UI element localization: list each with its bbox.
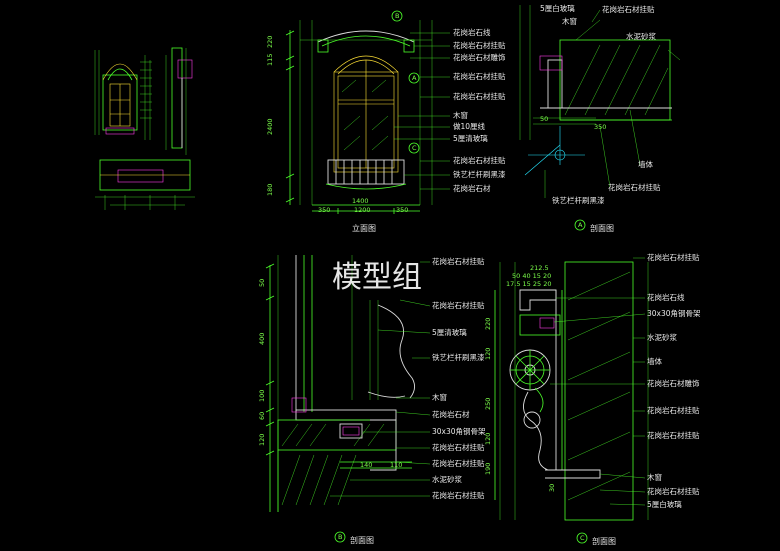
section-c-dim: 220 (484, 318, 492, 330)
section-a-texts: 5厘白玻璃 木窗 花岗岩石材挂贴 水泥砂浆 墙体 花岗岩石材挂贴 铁艺栏杆刷黑漆… (540, 3, 661, 233)
section-a-title: 剖面图 (590, 223, 614, 233)
section-c-dim-top: 50 40 15 20 (512, 272, 551, 280)
section-a-drawing (519, 5, 681, 231)
section-c-label: 水泥砂浆 (647, 332, 677, 342)
section-b-dim: 110 (390, 461, 402, 469)
section-b-dim: 100 (258, 390, 266, 402)
section-b-dim: 400 (258, 333, 266, 345)
section-b-label: 花岗岩石材挂贴 (432, 458, 485, 468)
section-c-label: 花岗岩石线 (647, 292, 685, 302)
elevation-drawing (285, 10, 450, 214)
watermark-text: 模型组 (332, 260, 422, 295)
elevation-label: 木窗 (453, 110, 468, 120)
section-b-label: 花岗岩石材 (432, 409, 470, 419)
section-b-label: 水泥砂浆 (432, 474, 462, 484)
section-a-label: 铁艺栏杆刷黑漆 (552, 195, 605, 205)
section-c-label: 花岗岩石材挂贴 (647, 486, 700, 496)
section-c-dim-top: 17.5 15 25 20 (506, 280, 551, 288)
elevation-label: 花岗岩石材挂贴 (453, 40, 506, 50)
elevation-dim-220: 220 (266, 36, 274, 48)
section-b-dim: 50 (258, 279, 266, 287)
section-b-label: 花岗岩石材挂贴 (432, 442, 485, 452)
section-b-marker: B (338, 533, 342, 541)
elevation-label: 5厘清玻璃 (453, 133, 488, 143)
section-a-dim: 350 (594, 123, 606, 131)
section-b-dim: 140 (360, 461, 372, 469)
section-c-label: 花岗岩石材挂贴 (647, 252, 700, 262)
section-a-label-top: 5厘白玻璃 (540, 3, 575, 13)
section-c-label: 花岗岩石材雕饰 (647, 378, 700, 388)
elevation-label: 花岗岩石材 (453, 183, 491, 193)
section-b-label: 花岗岩石材挂贴 (432, 490, 485, 500)
section-c-texts: 212.5 50 40 15 20 17.5 15 25 20 220 120 … (484, 252, 701, 546)
section-b-texts: 50 400 100 60 120 140 110 花岗岩石材挂贴 花岗岩石材挂… (258, 256, 486, 545)
elevation-title: 立面图 (352, 223, 376, 233)
elevation-dim-bottom-right: 350 (396, 206, 408, 214)
elevation-label: 花岗岩石材挂贴 (453, 91, 506, 101)
section-c-dim: 120 (484, 348, 492, 360)
section-c-title: 剖面图 (592, 536, 616, 546)
section-c-label: 木窗 (647, 472, 662, 482)
section-c-dim: 250 (484, 398, 492, 410)
section-c-marker: C (580, 534, 585, 542)
section-b-label: 木窗 (432, 392, 447, 402)
elevation-texts: 220 115 2400 180 1400 350 1200 350 立面图 B… (266, 12, 506, 233)
section-c-label: 花岗岩石材挂贴 (647, 430, 700, 440)
section-b-label: 30x30角钢骨架 (432, 426, 486, 436)
section-c-label: 花岗岩石材挂贴 (647, 405, 700, 415)
section-b-dim: 60 (258, 412, 266, 420)
elevation-label: 铁艺栏杆刷黑漆 (453, 169, 506, 179)
section-c-label: 墙体 (647, 356, 662, 366)
elevation-label: 做10厘线 (453, 121, 486, 131)
section-a-label: 花岗岩石材挂贴 (608, 182, 661, 192)
thumbnail-elevation (94, 47, 195, 210)
elevation-marker-c: C (412, 144, 417, 152)
section-c-drawing (494, 257, 649, 544)
elevation-label: 花岗岩石材挂贴 (453, 155, 506, 165)
elevation-dim-total: 1400 (352, 197, 369, 205)
section-b-label: 花岗岩石材挂贴 (432, 256, 485, 266)
section-b-label: 5厘清玻璃 (432, 327, 467, 337)
section-c-dim: 190 (484, 463, 492, 475)
section-b-dim: 120 (258, 434, 266, 446)
section-a-label: 墙体 (638, 159, 653, 169)
elevation-dim-bottom-left: 350 (318, 206, 330, 214)
section-c-dim-top: 212.5 (530, 264, 549, 272)
elevation-dim-180: 180 (266, 184, 274, 196)
elevation-label: 花岗岩石线 (453, 27, 491, 37)
section-b-drawing (265, 255, 431, 543)
elevation-dim-bottom-mid: 1200 (354, 206, 371, 214)
elevation-label: 花岗岩石材雕饰 (453, 52, 506, 62)
section-c-label: 30x30角钢骨架 (647, 308, 701, 318)
elevation-dim-2400: 2400 (266, 118, 274, 135)
section-b-label: 铁艺栏杆刷黑漆 (432, 352, 485, 362)
section-c-dim: 30 (548, 484, 556, 492)
section-a-label-top: 木窗 (562, 16, 577, 26)
section-a-marker: A (578, 221, 583, 229)
section-a-dim: 50 (540, 115, 548, 123)
section-c-label: 5厘白玻璃 (647, 499, 682, 509)
elevation-marker-b: B (395, 12, 399, 20)
elevation-label: 花岗岩石材挂贴 (453, 71, 506, 81)
section-a-label: 水泥砂浆 (626, 31, 656, 41)
section-c-dim: 120 (484, 433, 492, 445)
section-b-label: 花岗岩石材挂贴 (432, 300, 485, 310)
elevation-dim-115: 115 (266, 54, 274, 66)
section-a-label: 花岗岩石材挂贴 (602, 4, 655, 14)
section-b-title: 剖面图 (350, 535, 374, 545)
elevation-marker-a: A (412, 74, 417, 82)
